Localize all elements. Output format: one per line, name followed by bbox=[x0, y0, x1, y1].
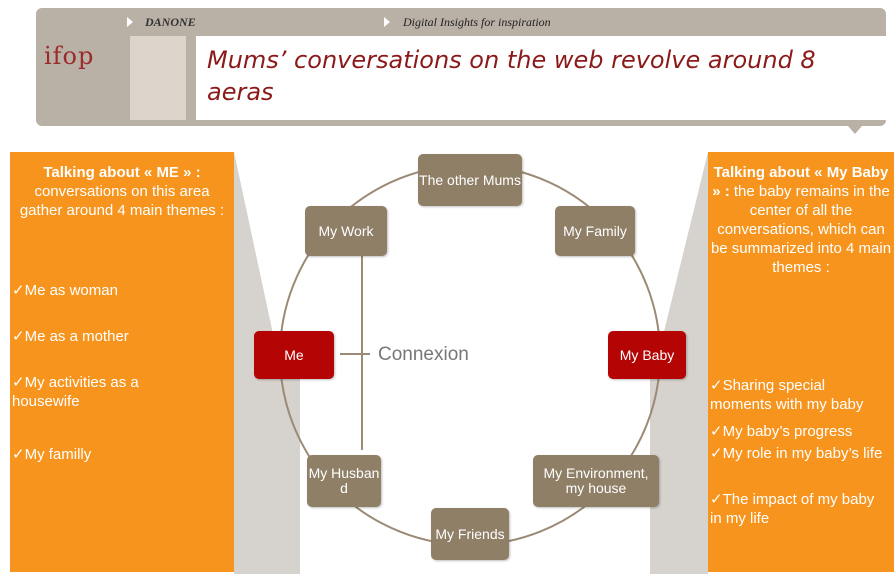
node-my-work: My Work bbox=[305, 206, 387, 256]
left-panel-title-rest: conversations on this area gather around… bbox=[19, 183, 225, 219]
left-theme-2: ✓Me as a mother bbox=[12, 328, 129, 345]
right-panel-title-bold: Talking about « My Baby » : bbox=[712, 164, 889, 200]
header-side-panel bbox=[130, 36, 186, 120]
node-my-environment: My Environment, my house bbox=[533, 455, 659, 507]
node-other-mums: The other Mums bbox=[418, 154, 522, 206]
right-panel: Talking about « My Baby » : the baby rem… bbox=[708, 152, 894, 572]
node-my-baby: My Baby bbox=[608, 331, 686, 379]
left-panel-title: Talking about « ME » : conversations on … bbox=[10, 163, 234, 220]
bullet-triangle-icon bbox=[384, 17, 390, 27]
title-box bbox=[196, 36, 886, 120]
right-theme-3: ✓My role in my baby’s life bbox=[710, 445, 883, 462]
left-theme-1: ✓Me as woman bbox=[12, 282, 118, 299]
right-panel-title: Talking about « My Baby » : the baby rem… bbox=[708, 163, 894, 277]
connexion-label: Connexion bbox=[378, 344, 469, 365]
brand-label: DANONE bbox=[145, 15, 196, 29]
node-my-husband: My Husban d bbox=[307, 455, 381, 507]
left-theme-3: ✓My activities as a housewife bbox=[12, 374, 139, 410]
right-theme-4: ✓The impact of my baby in my life bbox=[710, 491, 875, 527]
node-my-friends: My Friends bbox=[431, 508, 509, 560]
node-my-family: My Family bbox=[555, 206, 635, 256]
right-panel-title-rest: the baby remains in the center of all th… bbox=[710, 183, 892, 276]
left-panel: Talking about « ME » : conversations on … bbox=[10, 152, 234, 572]
left-theme-4: ✓My familly bbox=[12, 446, 92, 463]
right-theme-1: ✓Sharing special moments with my baby bbox=[710, 377, 864, 413]
header-subtitle: Digital Insights for inspiration bbox=[403, 15, 551, 29]
left-panel-title-bold: Talking about « ME » : bbox=[43, 164, 201, 181]
header-notch bbox=[848, 126, 862, 134]
bullet-triangle-icon bbox=[127, 17, 133, 27]
page-title: Mums’ conversations on the web revolve a… bbox=[207, 46, 816, 106]
node-me: Me bbox=[254, 331, 334, 379]
right-theme-2: ✓My baby’s progress bbox=[710, 423, 853, 440]
ifop-logo: ifop bbox=[44, 42, 95, 70]
